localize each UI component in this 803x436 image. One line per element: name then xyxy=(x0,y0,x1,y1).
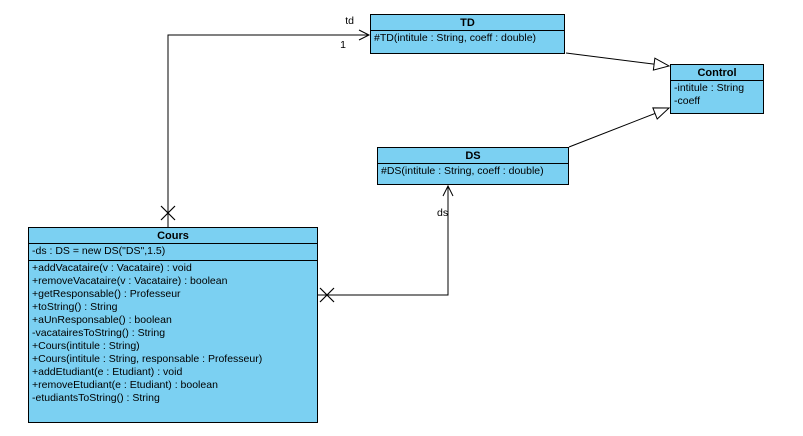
member-line: -vacatairesToString() : String xyxy=(32,327,166,339)
class-cours[interactable]: Cours -ds : DS = new DS("DS",1.5) +addVa… xyxy=(28,227,318,423)
class-cours-title[interactable]: Cours xyxy=(29,228,317,244)
class-control-title[interactable]: Control xyxy=(671,65,763,81)
class-cours-operations[interactable]: +addVacataire(v : Vacataire) : void+remo… xyxy=(29,261,317,407)
member-line: -coeff xyxy=(674,95,701,107)
generalization-ds-control-line[interactable] xyxy=(568,107,671,148)
class-ds[interactable]: DS #DS(intitule : String, coeff : double… xyxy=(377,147,569,185)
member-line: -etudiantsToString() : String xyxy=(32,392,160,404)
member-line: +addEtudiant(e : Etudiant) : void xyxy=(32,366,183,378)
member-line: +toString() : String xyxy=(32,301,118,313)
class-td-operations[interactable]: #TD(intitule : String, coeff : double) xyxy=(371,31,564,47)
member-line: +aUnResponsable() : boolean xyxy=(32,314,172,326)
member-line: +removeVacataire(v : Vacataire) : boolea… xyxy=(32,275,228,287)
non-navigable-x-marker-ds xyxy=(319,287,335,303)
class-ds-operations[interactable]: #DS(intitule : String, coeff : double) xyxy=(378,164,568,180)
member-line: #DS(intitule : String, coeff : double) xyxy=(381,165,544,177)
class-td[interactable]: TD #TD(intitule : String, coeff : double… xyxy=(370,14,565,54)
member-line: -ds : DS = new DS("DS",1.5) xyxy=(32,245,166,257)
association-role-label-ds[interactable]: ds xyxy=(437,207,449,219)
member-line: +removeEtudiant(e : Etudiant) : boolean xyxy=(32,379,218,391)
member-line: +addVacataire(v : Vacataire) : void xyxy=(32,262,192,274)
class-td-title[interactable]: TD xyxy=(371,15,564,31)
association-cours-td-line[interactable] xyxy=(167,29,371,227)
class-control[interactable]: Control -intitule : String-coeff xyxy=(670,64,764,114)
member-line: +Cours(intitule : String) xyxy=(32,340,140,352)
class-control-attributes[interactable]: -intitule : String-coeff xyxy=(671,81,763,110)
generalization-td-control-line[interactable] xyxy=(565,52,671,71)
class-cours-attributes[interactable]: -ds : DS = new DS("DS",1.5) xyxy=(29,244,317,261)
member-line: +Cours(intitule : String, responsable : … xyxy=(32,353,263,365)
class-ds-title[interactable]: DS xyxy=(378,148,568,164)
association-cours-ds-line[interactable] xyxy=(318,184,454,296)
member-line: #TD(intitule : String, coeff : double) xyxy=(374,32,537,44)
member-line: -intitule : String xyxy=(674,82,745,94)
association-role-label-td[interactable]: td xyxy=(345,15,354,27)
association-multiplicity-label-1[interactable]: 1 xyxy=(340,39,346,51)
member-line: +getResponsable() : Professeur xyxy=(32,288,181,300)
non-navigable-x-marker-td xyxy=(160,205,176,221)
